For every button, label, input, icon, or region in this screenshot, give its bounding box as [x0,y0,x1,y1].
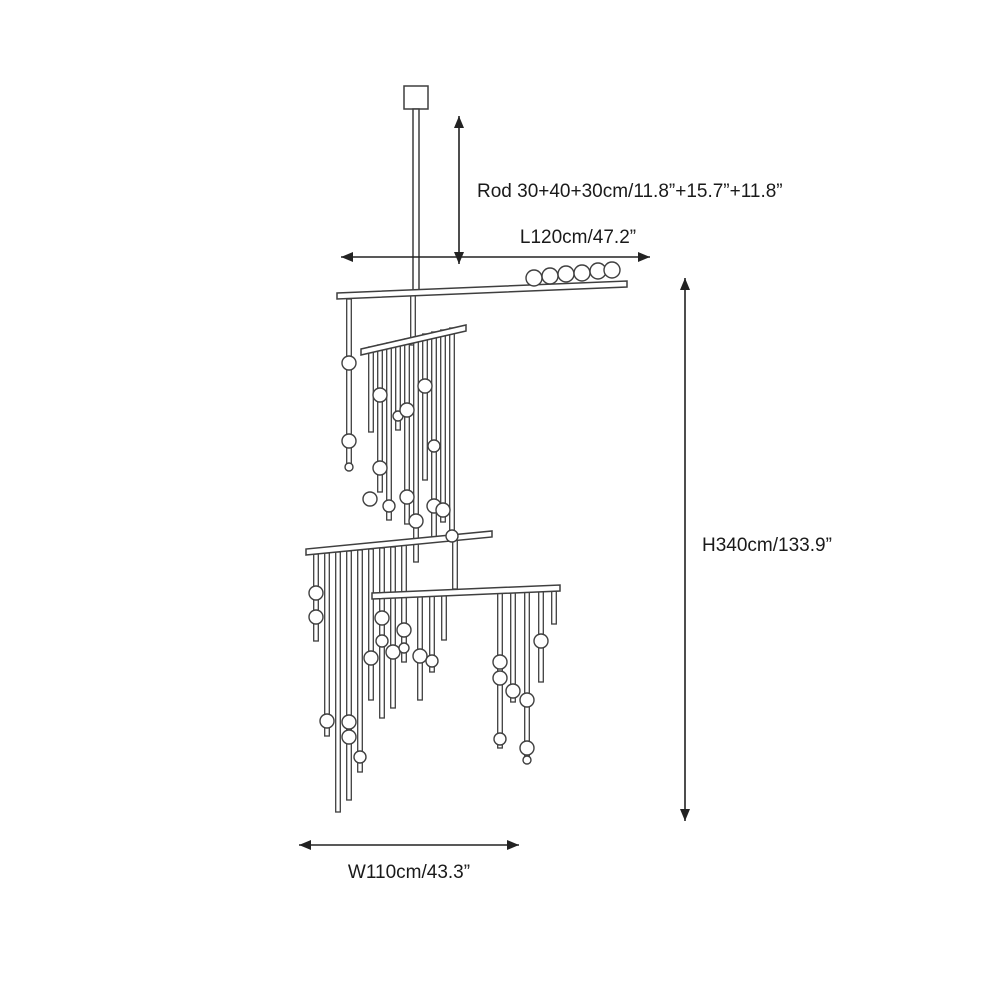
tube [335,551,341,813]
bead [425,654,439,668]
bead [353,750,367,764]
tube [357,549,363,773]
bead [519,740,535,756]
bead [341,355,357,371]
tube [417,594,423,701]
bead [399,489,415,505]
bead [396,622,412,638]
tube [368,346,374,433]
height-dimension: H340cm/133.9” [680,278,832,821]
top-bead-row [525,261,621,287]
width-dimension: W110cm/43.3” [299,840,519,883]
top-bead [557,265,575,283]
bead [374,610,390,626]
bead [427,439,441,453]
tube [422,333,428,481]
middle-tier-bar [305,530,493,556]
bead [492,654,508,670]
tube [379,547,385,719]
top-bead [603,261,621,279]
bead [372,387,388,403]
bead [533,633,549,649]
rod-dimension: Rod 30+40+30cm/11.8”+15.7”+11.8” [454,116,783,264]
pendant-beads [308,355,549,765]
top-bar [336,280,628,300]
length-dimension: L120cm/47.2” [341,227,650,262]
tube [390,546,396,709]
bead [417,378,433,394]
bead [445,529,459,543]
tube [449,327,455,539]
bead [344,462,354,472]
tube [346,550,352,801]
tube [324,552,330,737]
bead [398,642,410,654]
bead [412,648,428,664]
tube [386,342,392,521]
tube [368,548,374,701]
bead [399,402,415,418]
bead [308,585,324,601]
bead [505,683,521,699]
tube [440,329,446,523]
height-dimension-label: H340cm/133.9” [702,535,832,556]
bead [375,634,389,648]
bead [341,714,357,730]
tube [524,589,530,763]
top-bead [541,267,559,285]
bead [435,502,451,518]
ceiling-canopy [403,85,429,110]
bead [493,732,507,746]
bead [308,609,324,625]
bead [341,729,357,745]
bead [385,644,401,660]
width-dimension-label: W110cm/43.3” [348,862,470,883]
tube [551,588,557,625]
bead [372,460,388,476]
bead [492,670,508,686]
bead [522,755,532,765]
lower-tier-bar [371,584,561,600]
upper-tier-bar [360,324,467,356]
tube [441,593,447,641]
bead [319,713,335,729]
tube [497,591,503,749]
chandelier-drawing [305,85,628,813]
bead [362,491,378,507]
bead [382,499,396,513]
bead [363,650,379,666]
bead [408,513,424,529]
top-bead [525,269,543,287]
hanging-rod [412,108,420,292]
bead [341,433,357,449]
rod-dimension-label: Rod 30+40+30cm/11.8”+15.7”+11.8” [477,181,783,202]
tube [452,535,458,590]
top-bead [573,264,591,282]
bead [519,692,535,708]
length-dimension-label: L120cm/47.2” [520,227,636,248]
